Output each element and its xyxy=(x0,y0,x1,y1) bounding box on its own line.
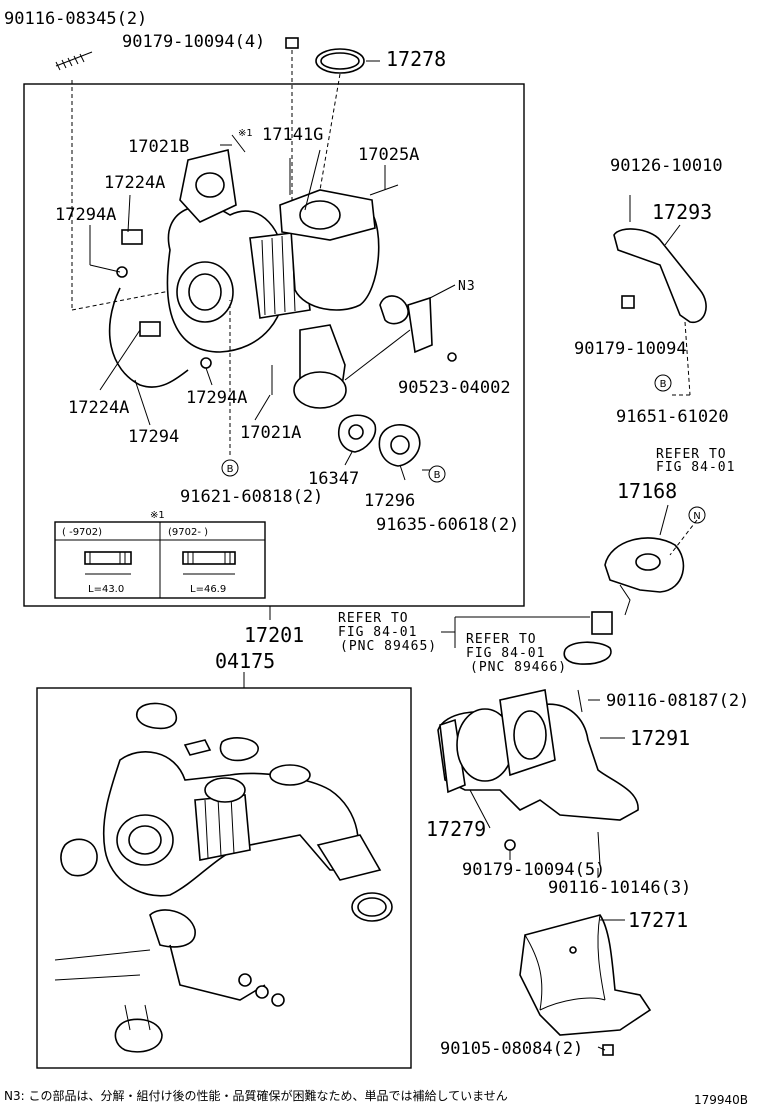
refer-2-line1: REFER TO xyxy=(338,611,409,626)
svg-text:B: B xyxy=(660,379,667,390)
label-17021a: 17021A xyxy=(240,423,301,443)
label-17293: 17293 xyxy=(652,200,712,224)
label-17279: 17279 xyxy=(426,817,486,841)
label-90179-10094-4: 90179-10094(4) xyxy=(122,32,265,52)
nut-drawing xyxy=(285,37,299,49)
turbo-assembly-box xyxy=(23,83,525,607)
refer-3-line1: REFER TO xyxy=(466,632,537,647)
gasket-16347-drawing xyxy=(338,414,377,453)
elbow-17291-drawing xyxy=(437,689,639,866)
label-90179-10094-5: 90179-10094(5) xyxy=(462,860,605,880)
mini-table-mark: ※1 xyxy=(150,510,165,521)
label-17296: 17296 xyxy=(364,491,415,511)
svg-text:N: N xyxy=(693,511,700,522)
bracket-17293-drawing xyxy=(613,195,707,323)
label-17291: 17291 xyxy=(630,726,690,750)
turbo-kit-box xyxy=(36,687,412,1069)
refer-2-line2: FIG 84-01 xyxy=(338,625,417,640)
label-91635-60618: 91635-60618(2) xyxy=(376,515,519,535)
label-17021b: 17021B xyxy=(128,137,189,157)
label-17294: 17294 xyxy=(128,427,179,447)
label-90105-08084: 90105-08084(2) xyxy=(440,1039,583,1059)
bracket-17168-drawing xyxy=(591,537,685,635)
mini-table-col2-header: (9702- ) xyxy=(168,527,208,538)
label-17294a-bot: 17294A xyxy=(186,388,247,408)
label-17294a-top: 17294A xyxy=(55,205,116,225)
ring-gasket-drawing xyxy=(315,48,365,74)
label-17224a-bot: 17224A xyxy=(68,398,129,418)
figure-code: 179940B xyxy=(694,1093,748,1107)
label-16347: 16347 xyxy=(308,469,359,489)
label-17278: 17278 xyxy=(386,47,446,71)
refer-3-line3: (PNC 89466) xyxy=(470,660,567,675)
label-90523-04002: 90523-04002 xyxy=(398,378,511,398)
studs-upper-drawing xyxy=(116,134,457,395)
marker-b-3: B xyxy=(654,374,672,392)
svg-text:B: B xyxy=(434,470,441,481)
refer-1-line2: FIG 84-01 xyxy=(656,460,735,475)
label-90116-08345: 90116-08345(2) xyxy=(4,9,147,29)
label-mark1: ※1 xyxy=(238,128,253,139)
label-90116-10146: 90116-10146(3) xyxy=(548,878,691,898)
label-n3: N3 xyxy=(458,279,476,294)
footer-note: N3: この部品は、分解・組付け後の性能・品質確保が困難なため、単品では補給して… xyxy=(4,1088,508,1103)
mini-table xyxy=(54,521,266,599)
label-90126-10010: 90126-10010 xyxy=(610,156,723,176)
gasket-17296-drawing xyxy=(378,424,421,467)
mini-table-col2-length: L=46.9 xyxy=(190,584,226,595)
refer-1-line1: REFER TO xyxy=(656,447,727,462)
label-90179-10094: 90179-10094 xyxy=(574,339,687,359)
turbocharger-drawing xyxy=(166,149,433,409)
leader-lines-upper xyxy=(89,144,456,481)
marker-b-1: B xyxy=(221,459,239,477)
marker-b-2: B xyxy=(428,465,446,483)
label-17201: 17201 xyxy=(244,623,304,647)
mini-table-col1-length: L=43.0 xyxy=(88,584,124,595)
refer-2-line3: (PNC 89465) xyxy=(340,639,437,654)
label-91651-61020: 91651-61020 xyxy=(616,407,729,427)
label-90116-08187: 90116-08187(2) xyxy=(606,691,749,711)
label-17224a-top: 17224A xyxy=(104,173,165,193)
stud-bolt-drawing xyxy=(55,51,93,71)
label-17168: 17168 xyxy=(617,479,677,503)
label-17271: 17271 xyxy=(628,908,688,932)
marker-n: N xyxy=(688,506,706,524)
turbo-kit-drawing xyxy=(54,702,393,1053)
label-17025a: 17025A xyxy=(358,145,419,165)
label-91621-60818: 91621-60818(2) xyxy=(180,487,323,507)
svg-text:B: B xyxy=(227,464,234,475)
refer-3-line2: FIG 84-01 xyxy=(466,646,545,661)
mini-table-col1-header: ( -9702) xyxy=(62,527,102,538)
label-04175: 04175 xyxy=(215,649,275,673)
label-17141g: 17141G xyxy=(262,125,323,145)
insulator-17271-drawing xyxy=(519,914,652,1056)
